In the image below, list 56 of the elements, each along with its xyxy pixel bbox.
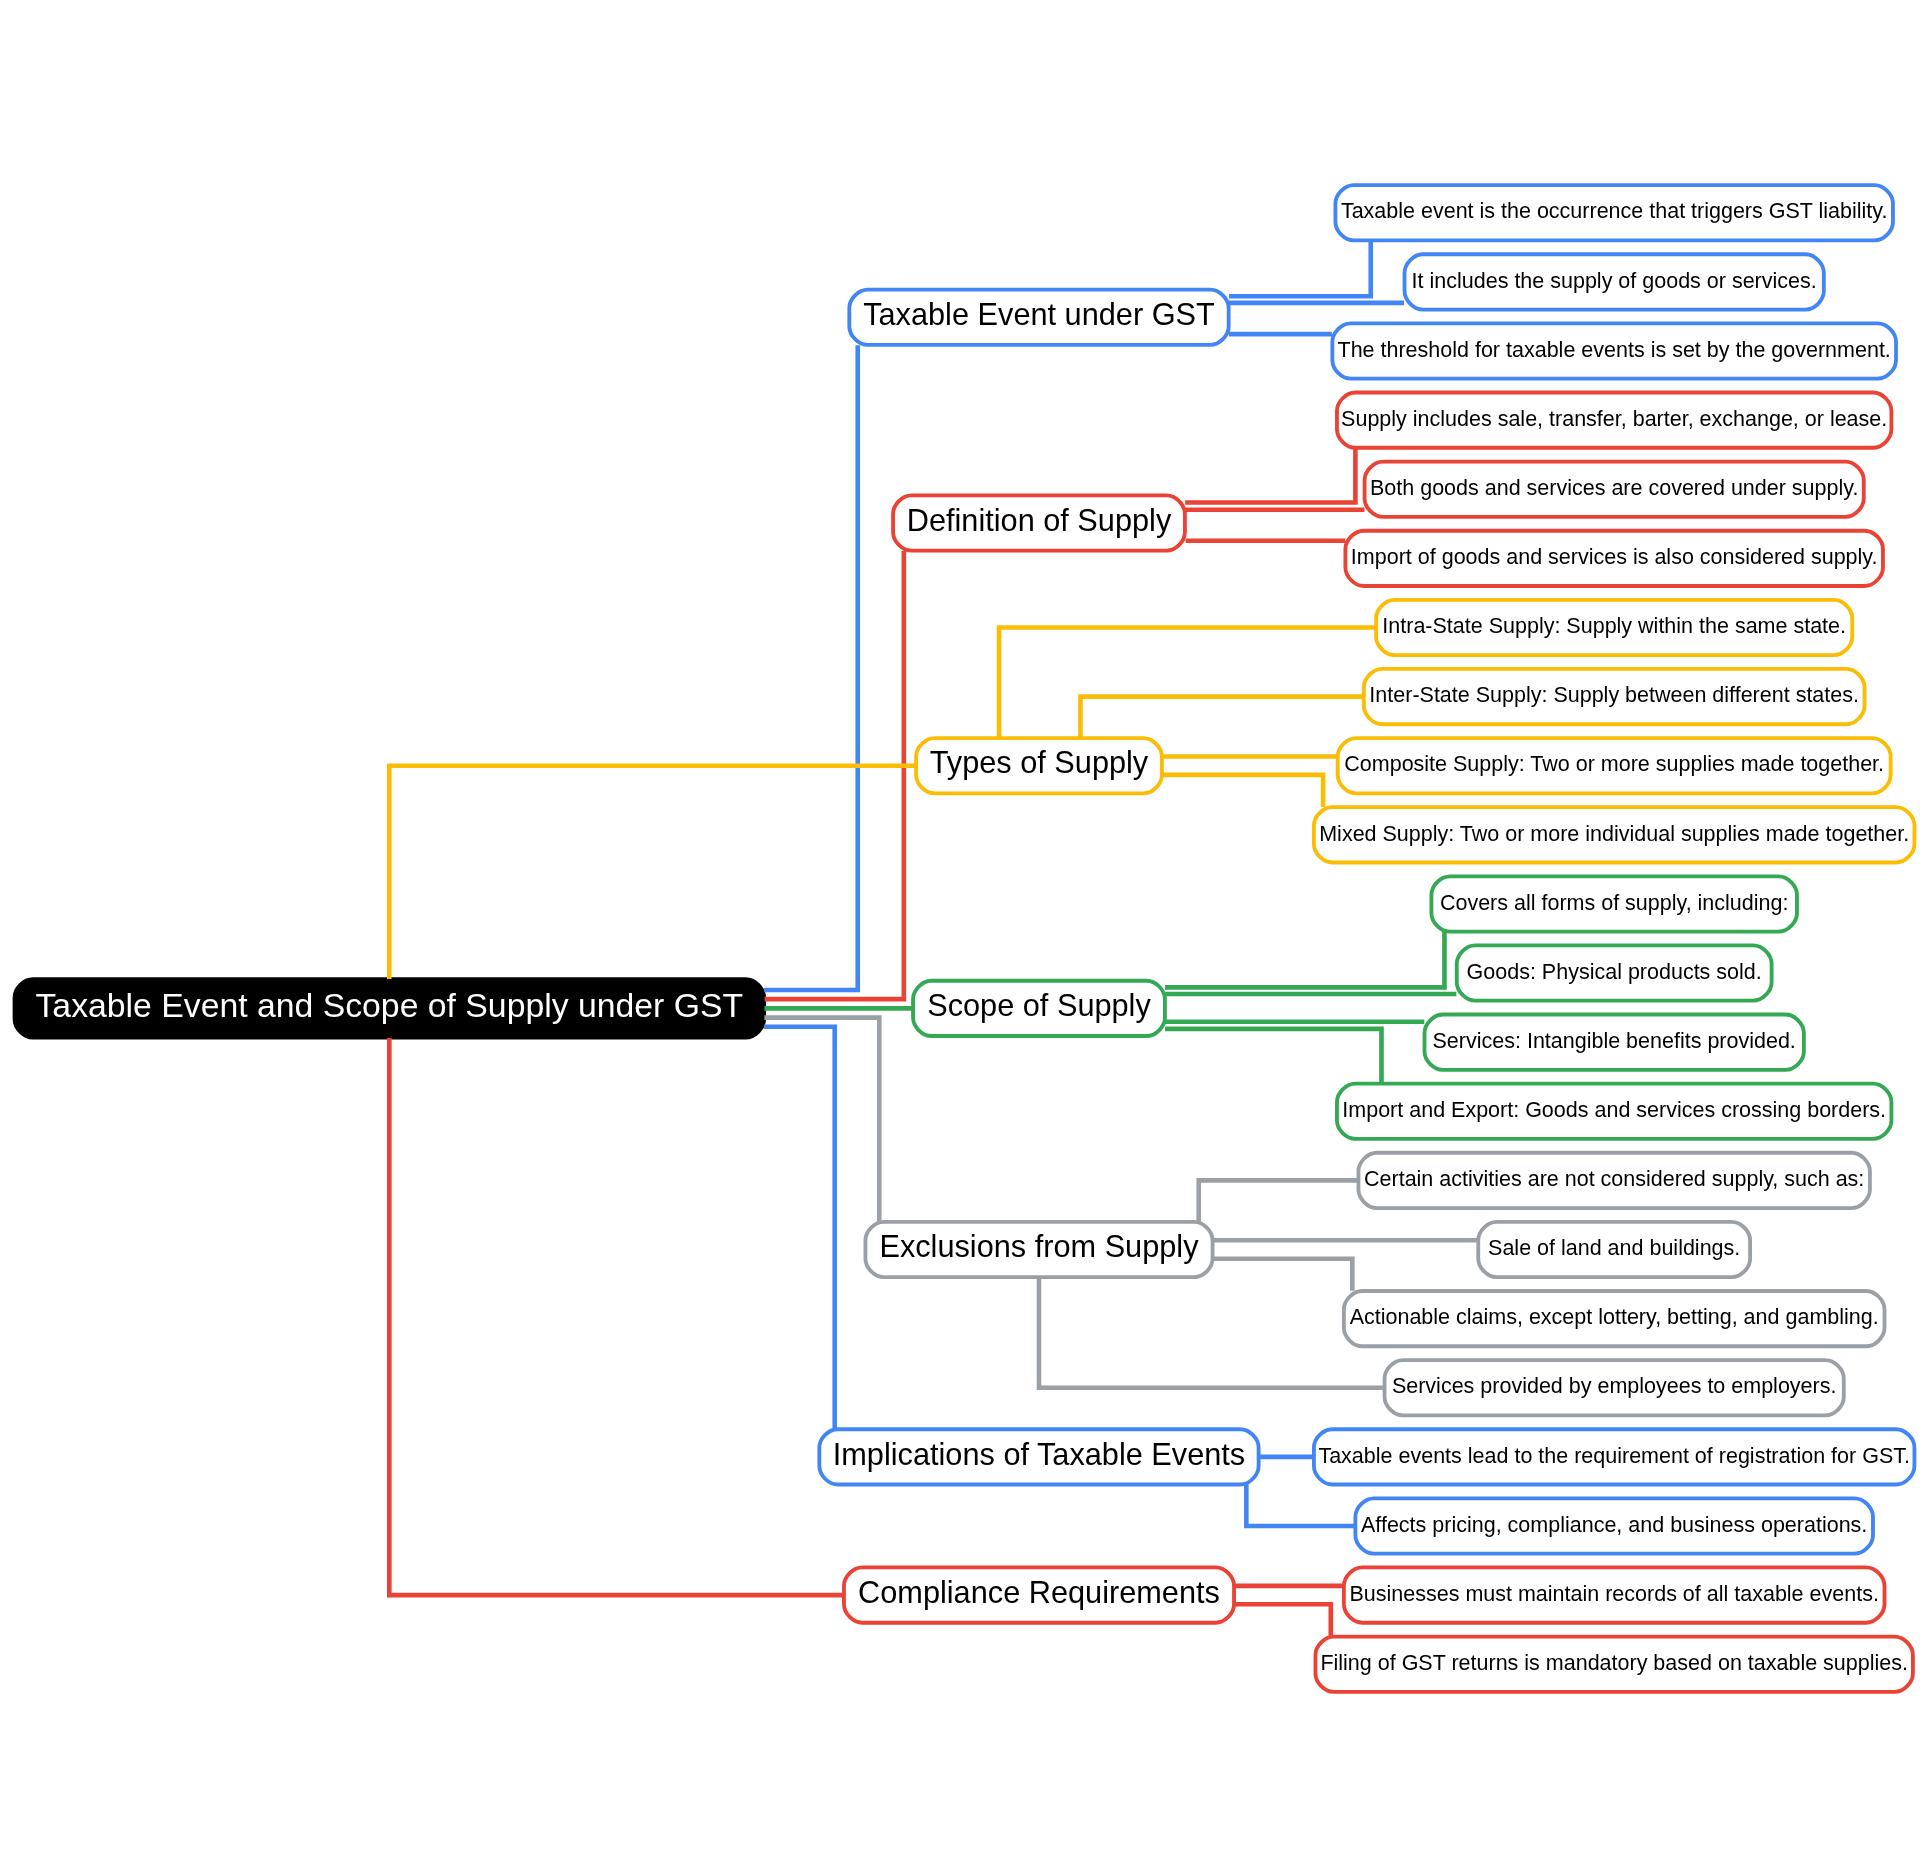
node-box: Actionable claims, except lottery, betting, and gambling.: [1341, 1288, 1887, 1348]
connector: [764, 550, 907, 1001]
node-box: Goods: Physical products sold.: [1454, 943, 1774, 1003]
node-box: Implications of Taxable Events: [817, 1426, 1261, 1486]
connector: [996, 624, 1376, 738]
connector: [1185, 506, 1365, 512]
connector: [1185, 537, 1346, 543]
node-box: Definition of Supply: [891, 492, 1187, 553]
node-box: Taxable events lead to the requirement of registration for GST.: [1312, 1426, 1917, 1486]
node-box: Taxable Event under GST: [847, 287, 1231, 347]
node-box: The threshold for taxable events is set by the government.: [1330, 320, 1898, 381]
node-box: Intra-State Supply: Supply within the same state.: [1374, 597, 1855, 657]
node-box: Mixed Supply: Two or more individual supplies made together.: [1312, 804, 1917, 864]
node-box: Covers all forms of supply, including:: [1429, 873, 1799, 933]
node-box: Both goods and services are covered under supply.: [1362, 459, 1866, 519]
connector: [1229, 240, 1374, 299]
connector: [1228, 331, 1332, 336]
node-box: Certain activities are not considered supply, such as:: [1356, 1150, 1872, 1210]
node-box: Businesses must maintain records of all taxable events.: [1341, 1565, 1887, 1625]
node-box: Import of goods and services is also considered supply.: [1343, 528, 1885, 588]
node-box: Scope of Supply: [911, 978, 1167, 1038]
connector: [1244, 1484, 1356, 1528]
node-box: Taxable event is the occurrence that triggers GST liability.: [1333, 182, 1895, 242]
connector: [1165, 1018, 1425, 1024]
node-box: Compliance Requirements: [842, 1565, 1236, 1625]
node-box: Services provided by employees to employers.: [1382, 1357, 1846, 1417]
connector: [1258, 1454, 1314, 1459]
node-box: It includes the supply of goods or services.: [1402, 251, 1826, 311]
connector: [387, 1037, 844, 1597]
connector: [1196, 1177, 1359, 1222]
connector: [1162, 753, 1338, 759]
node-box: Composite Supply: Two or more supplies made together.: [1335, 735, 1893, 795]
connector: [1212, 1237, 1478, 1243]
connector: [1078, 693, 1364, 738]
connector: [764, 344, 861, 992]
node-box: Exclusions from Supply: [863, 1219, 1215, 1279]
node-box: Affects pricing, compliance, and business operations.: [1353, 1495, 1875, 1556]
node-box: Sale of land and buildings.: [1476, 1219, 1753, 1279]
node-box: Import and Export: Goods and services crossing borders.: [1335, 1081, 1894, 1141]
node-box: Types of Supply: [914, 735, 1164, 795]
connector: [1165, 1026, 1384, 1083]
connector: [1185, 447, 1358, 505]
node-box: Supply includes sale, transfer, barter, exchange, or lease.: [1335, 390, 1894, 450]
node-box: Inter-State Supply: Supply between different states.: [1361, 666, 1867, 726]
connector: [1234, 1583, 1344, 1588]
node-box: Taxable Event and Scope of Supply under GST: [12, 976, 766, 1039]
node-box: Services: Intangible benefits provided.: [1422, 1012, 1806, 1072]
node-box: Filing of GST returns is mandatory based on taxable supplies.: [1313, 1634, 1915, 1694]
connector: [1036, 1277, 1385, 1390]
connector: [1165, 931, 1447, 990]
connector: [387, 762, 917, 979]
connector: [764, 1024, 838, 1429]
connector: [764, 1014, 882, 1222]
connector: [1228, 300, 1405, 305]
connector: [764, 1005, 913, 1011]
connector: [1165, 991, 1457, 996]
